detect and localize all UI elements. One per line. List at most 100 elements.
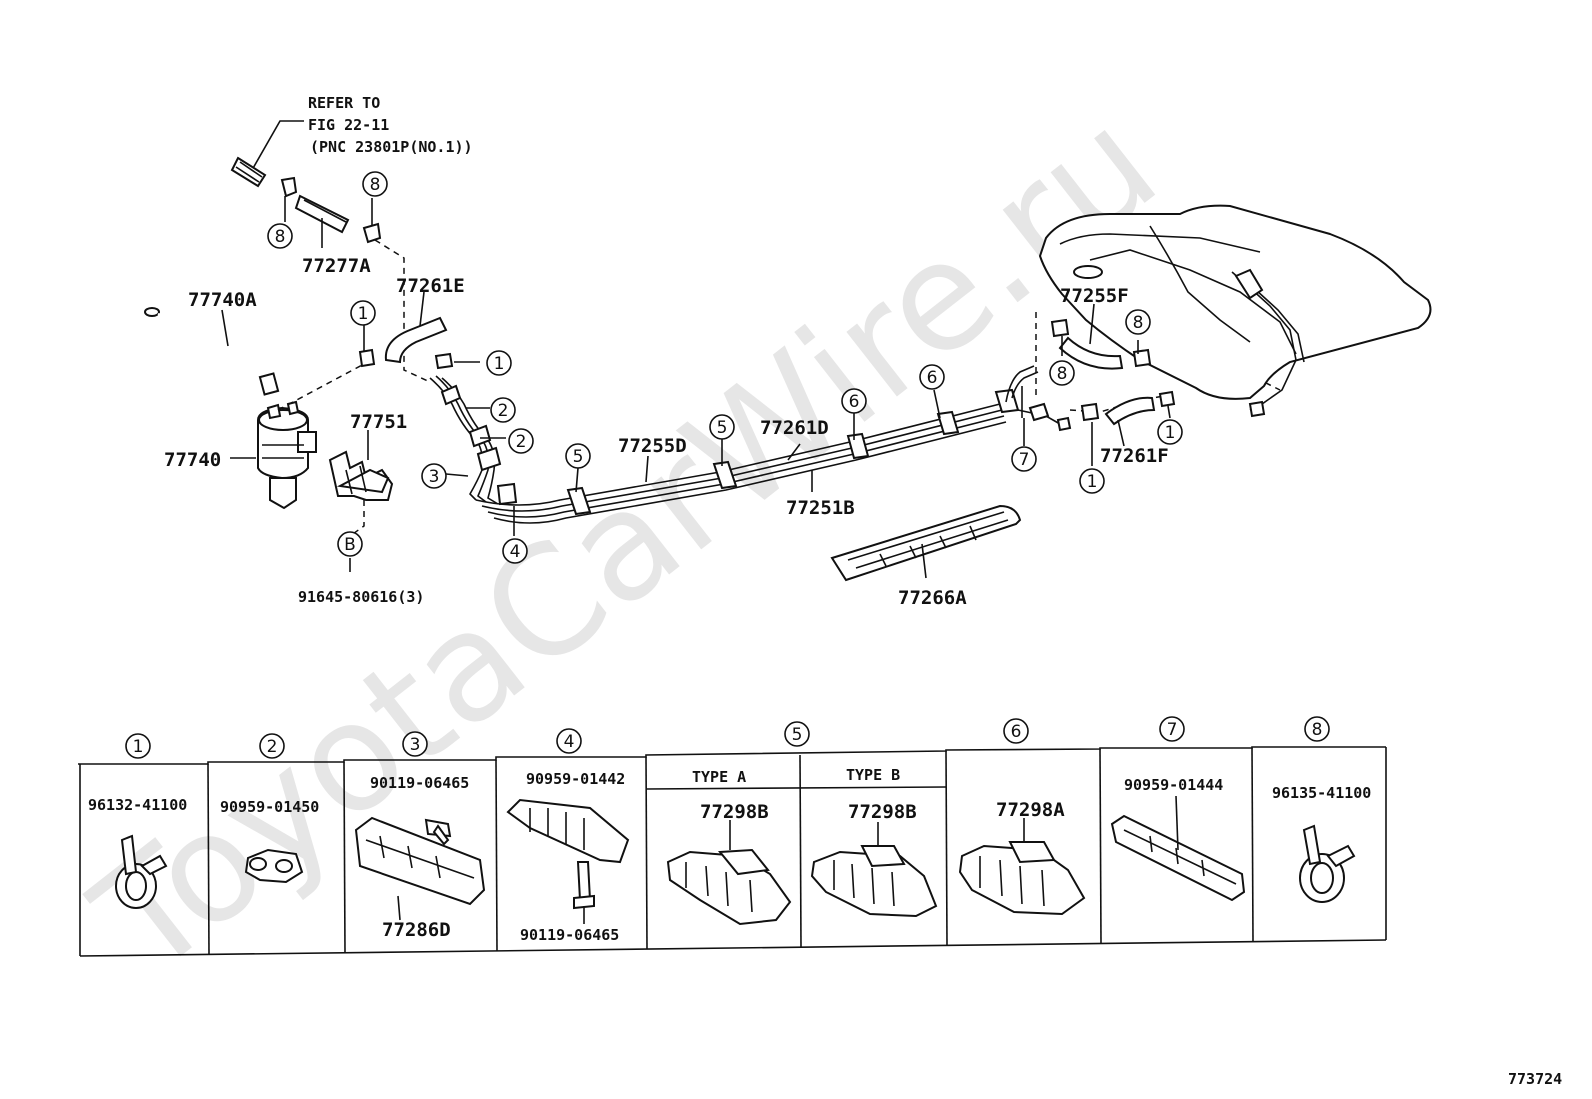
parts-table: 1 2 3 4 5 6 7 8 96132-41100 90959-01450 (78, 716, 1387, 957)
svg-text:2: 2 (498, 401, 509, 421)
dashed-route-a (374, 239, 431, 383)
figure-id: 773724 (1508, 1070, 1562, 1088)
svg-text:7: 7 (1019, 450, 1030, 470)
main-fuel-lines (475, 388, 1020, 524)
table-header-3: 3 (402, 731, 428, 757)
svg-text:8: 8 (370, 175, 381, 195)
ref-mark-2-a: 2 (490, 397, 516, 423)
clip-1-tank-right (1158, 390, 1176, 408)
hose-77261E (384, 316, 448, 364)
refer-note-line3: (PNC 23801P(NO.1)) (310, 138, 473, 156)
table-header-7: 7 (1159, 716, 1185, 742)
col5b-type: TYPE B (846, 766, 900, 784)
svg-text:4: 4 (510, 542, 521, 562)
svg-text:1: 1 (1087, 472, 1098, 492)
col7-part: 90959-01444 (1124, 776, 1223, 794)
table-header-6: 6 (1003, 718, 1029, 744)
table-header-8: 8 (1304, 716, 1330, 742)
refer-note-line2: FIG 22-11 (308, 116, 389, 134)
hose-77277A (294, 194, 350, 234)
refer-leader (251, 120, 304, 171)
table-header-1: 1 (125, 733, 151, 759)
dashed-route-c (349, 500, 365, 537)
col7-clip-image (1110, 795, 1246, 902)
clip-1-left (358, 348, 376, 368)
svg-text:8: 8 (1312, 720, 1323, 740)
col5b-clamp-image (810, 822, 938, 918)
clip-8-top-right (362, 222, 382, 244)
label-91645-80616: 91645-80616(3) (298, 588, 424, 606)
col5b-part: 77298B (848, 801, 917, 823)
ref-mark-b: B (337, 531, 363, 557)
col3-bracket-image (354, 816, 486, 921)
col3-part-top: 90119-06465 (370, 774, 469, 792)
ref-mark-6-b: 6 (919, 364, 945, 390)
svg-text:6: 6 (849, 392, 860, 412)
col6-part: 77298A (996, 799, 1065, 821)
canister-77740 (257, 400, 317, 510)
svg-text:8: 8 (1057, 364, 1068, 384)
leaders (221, 196, 1171, 579)
svg-text:1: 1 (494, 354, 505, 374)
rod-77740A (144, 307, 280, 396)
svg-text:6: 6 (1011, 722, 1022, 742)
svg-text:2: 2 (267, 737, 278, 757)
col4-part-bottom: 90119-06465 (520, 926, 619, 944)
svg-text:5: 5 (717, 418, 728, 438)
label-77261E: 77261E (396, 275, 465, 297)
ref-mark-8-b: 8 (362, 171, 388, 197)
col5a-type: TYPE A (692, 768, 746, 786)
col1-part: 96132-41100 (88, 796, 187, 814)
clip-8-tank-right (1132, 348, 1152, 368)
svg-text:1: 1 (358, 304, 369, 324)
svg-text:7: 7 (1167, 720, 1178, 740)
fuel-tank (1038, 204, 1432, 418)
label-77255D: 77255D (618, 435, 687, 457)
label-77740A: 77740A (188, 289, 257, 311)
svg-text:5: 5 (792, 725, 803, 745)
hose-77255F (1058, 336, 1124, 370)
ref-mark-1-b: 1 (486, 350, 512, 376)
label-77251B: 77251B (786, 497, 855, 519)
refer-note-line1: REFER TO (308, 94, 380, 112)
label-77261D: 77261D (760, 417, 829, 439)
label-77266A: 77266A (898, 587, 967, 609)
label-77751: 77751 (350, 411, 407, 433)
front-line-bundle (429, 375, 518, 506)
svg-text:3: 3 (410, 735, 421, 755)
label-77255F: 77255F (1060, 285, 1129, 307)
rear-connection (1005, 365, 1072, 432)
ref-mark-6-a: 6 (841, 388, 867, 414)
clip-8-top-left (280, 176, 298, 198)
ref-mark-8-d: 8 (1125, 309, 1151, 335)
svg-text:B: B (344, 535, 356, 555)
svg-text:3: 3 (429, 467, 440, 487)
ref-mark-5-a: 5 (565, 443, 591, 469)
ref-mark-3: 3 (421, 463, 447, 489)
svg-text:8: 8 (275, 227, 286, 247)
col1-clamp-image (115, 834, 168, 909)
col5a-part: 77298B (700, 801, 769, 823)
ref-mark-5-b: 5 (709, 414, 735, 440)
col2-part: 90959-01450 (220, 798, 319, 816)
table-header-2: 2 (259, 733, 285, 759)
col8-clamp-image (1299, 824, 1356, 903)
protector-77266A (830, 504, 1022, 582)
table-header-4: 4 (556, 728, 582, 754)
label-77277A: 77277A (302, 255, 371, 277)
svg-text:8: 8 (1133, 313, 1144, 333)
clip-1-mid (434, 352, 454, 370)
svg-text:6: 6 (927, 368, 938, 388)
col6-clamp-image (958, 818, 1086, 916)
label-77740: 77740 (164, 449, 221, 471)
hose-stub-top (230, 156, 267, 188)
ref-mark-8-c: 8 (1049, 360, 1075, 386)
ref-mark-4: 4 (502, 538, 528, 564)
svg-text:4: 4 (564, 732, 575, 752)
col4-clamp-image (506, 798, 630, 924)
ref-mark-7: 7 (1011, 446, 1037, 472)
col8-part: 96135-41100 (1272, 784, 1371, 802)
ref-mark-2-b: 2 (508, 428, 534, 454)
col3-part-bottom: 77286D (382, 919, 451, 941)
